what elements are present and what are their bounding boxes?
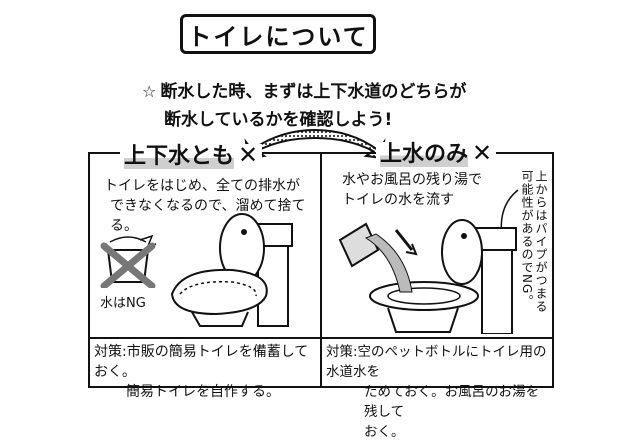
right-footer-line-1: 対策:空のペットボトルにトイレ用の水道水を — [326, 344, 547, 380]
left-footer-line-2: 簡易トイレを自作する。 — [126, 384, 280, 400]
left-heading-label: 上下水とも — [124, 144, 235, 169]
star-icon: ☆ — [142, 82, 157, 101]
left-x-mark-icon: ✕ — [238, 141, 259, 169]
ng-label: 水はNG — [100, 296, 146, 311]
left-note: トイレをはじめ、全ての排水が できなくなるので、溜めて捨てる。 — [104, 176, 314, 236]
left-footer: 対策:市販の簡易トイレを備蓄しておく。 簡易トイレを自作する。 — [94, 342, 318, 402]
left-note-line-1: トイレをはじめ、全ての排水が — [104, 178, 300, 194]
page-title: トイレについて — [180, 14, 376, 54]
right-heading: 上水のみ✕ — [376, 136, 497, 168]
intro-line-1: 断水した時、まずは上下水道のどちらが — [160, 82, 467, 102]
left-note-line-2: できなくなるので、溜めて捨てる。 — [110, 198, 306, 234]
right-x-mark-icon: ✕ — [472, 139, 493, 167]
right-footer-line-2: ためておく。お風呂のお湯を残して — [364, 384, 540, 420]
right-footer-line-3: おく。 — [364, 424, 405, 440]
right-footer: 対策:空のペットボトルにトイレ用の水道水を ためておく。お風呂のお湯を残して お… — [326, 342, 552, 442]
split-arrow-icon — [244, 128, 386, 160]
left-footer-line-1: 対策:市販の簡易トイレを備蓄しておく。 — [94, 344, 309, 380]
toilet-with-bucket-icon — [338, 219, 517, 334]
intro-text: ☆断水した時、まずは上下水道のどちらが 断水しているかを確認しよう! — [142, 78, 562, 134]
left-heading: 上下水とも✕ — [120, 138, 263, 170]
right-note-line-2: トイレの水を流す — [342, 192, 454, 208]
right-heading-label: 上水のみ — [380, 142, 469, 167]
right-note-line-1: 水やお風呂の残り湯で — [342, 172, 482, 188]
intro-line-2: 断水しているかを確認しよう! — [164, 110, 393, 130]
right-vertical-note: 上からはパイプがつまる可能性があるのでNG。 — [520, 170, 548, 313]
left-footer-divider — [88, 337, 320, 339]
toilet-with-bag-icon — [170, 213, 293, 327]
right-note: 水やお風呂の残り湯で トイレの水を流す — [342, 170, 512, 210]
bucket-ng-icon — [100, 234, 157, 288]
right-footer-divider — [320, 337, 554, 339]
